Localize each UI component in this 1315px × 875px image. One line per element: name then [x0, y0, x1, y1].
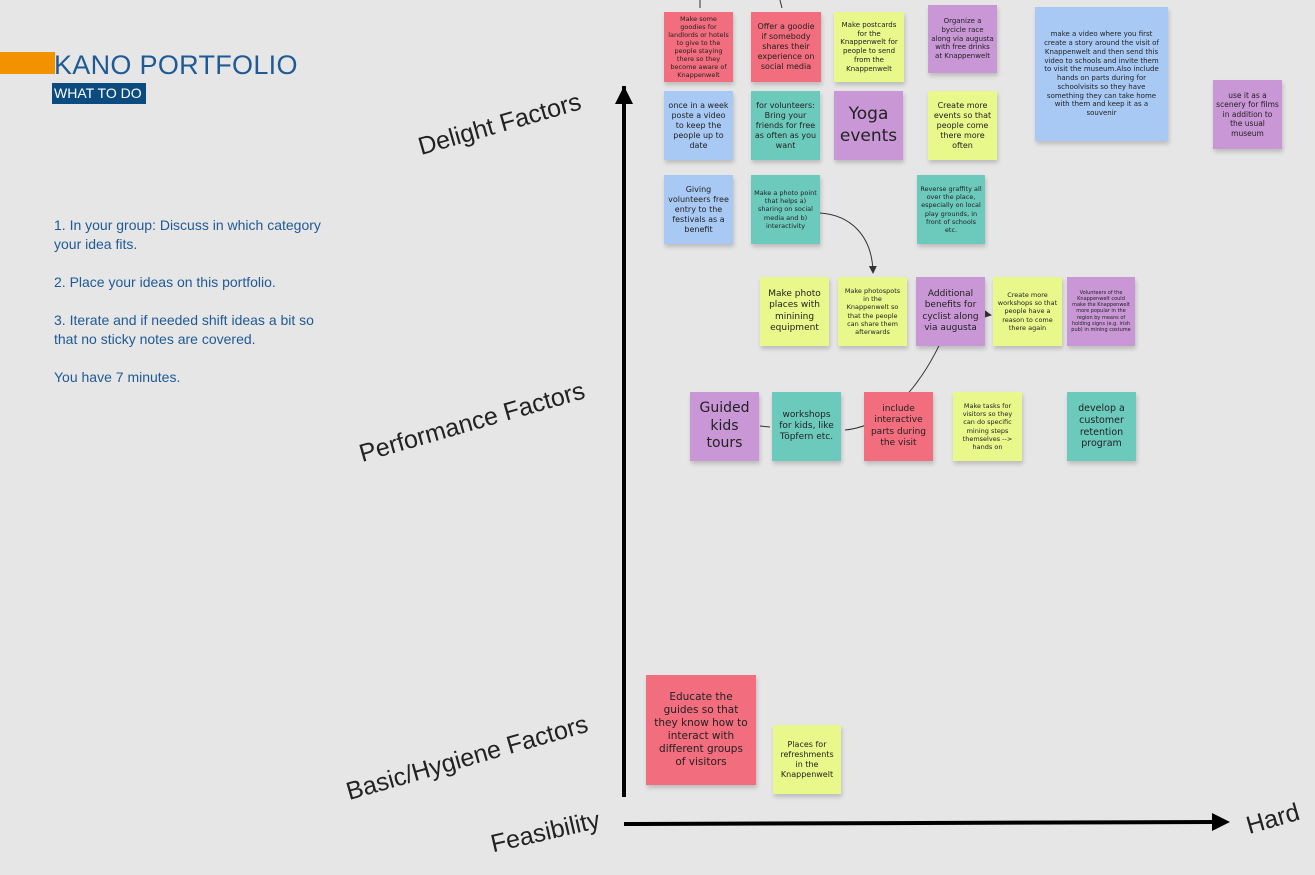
sticky-note-text: Offer a goodie if somebody shares their …	[757, 22, 815, 71]
sticky-note-text: Make some goodies for landlords or hotel…	[668, 14, 729, 80]
horizontal-axis-arrow	[623, 820, 1215, 826]
sticky-note-text: workshops for kids, like Töpfern etc.	[779, 409, 834, 443]
sticky-note[interactable]: Additional benefits for cyclist along vi…	[916, 277, 985, 346]
sticky-note-text: Reverse graffity all over the place, esp…	[920, 185, 982, 234]
sticky-note[interactable]: Make a photo point that helps a) sharing…	[751, 175, 820, 244]
sticky-note[interactable]: Yoga events	[834, 91, 903, 160]
instructions: 1. In your group: Discuss in which categ…	[54, 216, 324, 406]
sticky-note-text: Make postcards for the Knappenwelt for p…	[840, 20, 898, 73]
instruction-step-3: 3. Iterate and if needed shift ideas a b…	[54, 312, 314, 347]
sticky-note[interactable]: Volunteers of the Knappenwelt could make…	[1067, 277, 1135, 346]
sticky-note[interactable]: Make tasks for visitors so they can do s…	[953, 392, 1022, 461]
sticky-note-text: Make photospots in the Knappenwelt so th…	[844, 287, 901, 336]
instruction-step-1: 1. In your group: Discuss in which categ…	[54, 217, 321, 252]
sticky-note-text: Make a photo point that helps a) sharing…	[754, 189, 817, 230]
sticky-note-text: Create more workshops so that people hav…	[997, 291, 1058, 332]
sticky-note[interactable]: Reverse graffity all over the place, esp…	[917, 175, 985, 244]
sticky-note-text: make a video where you first create a st…	[1044, 30, 1159, 117]
sticky-note[interactable]: Guided kids tours	[690, 392, 759, 461]
sticky-note-text: Volunteers of the Knappenwelt could make…	[1071, 289, 1131, 334]
sticky-note[interactable]: Giving volunteers free entry to the fest…	[664, 175, 733, 244]
sticky-note[interactable]: include interactive parts during the vis…	[864, 392, 933, 461]
sticky-note[interactable]: Make some goodies for landlords or hotel…	[664, 12, 733, 82]
sticky-note[interactable]: Educate the guides so that they know how…	[646, 675, 756, 785]
sticky-note-text: Guided kids tours	[699, 400, 750, 452]
page-title: KANO PORTFOLIO	[54, 50, 298, 80]
sticky-note[interactable]: for volunteers: Bring your friends for f…	[751, 91, 820, 160]
sticky-note[interactable]: Organize a bycicle race along via august…	[928, 5, 997, 73]
sticky-note[interactable]: develop a customer retention program	[1067, 392, 1136, 461]
sticky-note-text: for volunteers: Bring your friends for f…	[754, 100, 817, 150]
sticky-note-text: Giving volunteers free entry to the fest…	[668, 184, 729, 234]
sticky-note[interactable]: workshops for kids, like Töpfern etc.	[772, 392, 841, 461]
sticky-note-text: Organize a bycicle race along via august…	[931, 17, 994, 61]
connector-photo-point	[819, 212, 877, 274]
sticky-note-text: Create more events so that people come t…	[933, 100, 992, 150]
horizontal-axis-arrowhead	[1212, 813, 1230, 831]
sticky-note[interactable]: Offer a goodie if somebody shares their …	[751, 12, 821, 82]
sticky-note[interactable]: Make photospots in the Knappenwelt so th…	[838, 277, 907, 346]
sticky-note-text: Yoga events	[839, 104, 898, 146]
sticky-note-text: once in a week poste a video to keep the…	[668, 100, 729, 150]
top-connector-stub-2	[779, 0, 783, 9]
vertical-axis-arrowhead	[615, 86, 633, 104]
sticky-note-text: Educate the guides so that they know how…	[654, 690, 748, 769]
sticky-note[interactable]: make a video where you first create a st…	[1035, 7, 1168, 141]
sticky-note-text: Make tasks for visitors so they can do s…	[962, 402, 1013, 451]
page-subtitle: WHAT TO DO	[52, 83, 146, 104]
sticky-note-text: develop a customer retention program	[1078, 402, 1125, 450]
sticky-note[interactable]: once in a week poste a video to keep the…	[664, 91, 733, 160]
instruction-step-2: 2. Place your ideas on this portfolio.	[54, 274, 276, 290]
instruction-time-limit: You have 7 minutes.	[54, 369, 181, 385]
sticky-note-text: include interactive parts during the vis…	[870, 404, 927, 448]
connector-guided-tours	[759, 425, 771, 428]
sticky-note[interactable]: Create more events so that people come t…	[928, 91, 997, 160]
sticky-note[interactable]: Make photo places with minining equipmen…	[760, 277, 829, 346]
sticky-note[interactable]: use it as a scenery for films in additio…	[1213, 80, 1282, 149]
sticky-note-text: use it as a scenery for films in additio…	[1216, 91, 1279, 138]
header-accent-bar	[0, 52, 55, 74]
sticky-note[interactable]: Places for refreshments in the Knappenwe…	[773, 725, 841, 794]
sticky-note[interactable]: Make postcards for the Knappenwelt for p…	[834, 12, 904, 82]
sticky-note-text: Make photo places with minining equipmen…	[768, 289, 821, 333]
sticky-note-text: Places for refreshments in the Knappenwe…	[780, 739, 834, 779]
sticky-note-text: Additional benefits for cyclist along vi…	[922, 289, 979, 333]
sticky-note[interactable]: Create more workshops so that people hav…	[993, 277, 1062, 346]
